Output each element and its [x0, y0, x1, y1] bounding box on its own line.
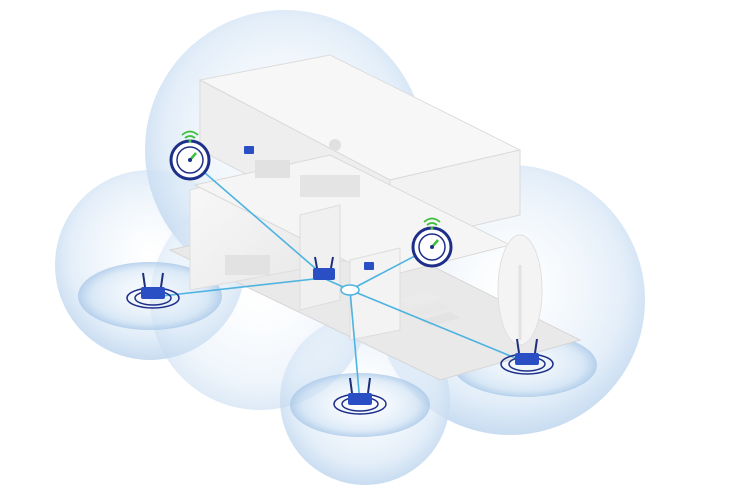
router-icon	[364, 262, 374, 270]
sofa	[255, 160, 290, 178]
router-bottom	[333, 377, 387, 415]
speed-gauge-middle-right	[411, 217, 453, 268]
tree	[497, 234, 543, 346]
router-icon	[141, 287, 165, 299]
link-bottom-node	[349, 289, 361, 404]
router-upper	[244, 146, 254, 154]
router-icon	[515, 353, 539, 365]
router-icon	[348, 393, 372, 405]
link-left-node	[152, 277, 324, 298]
ceiling-lamp	[329, 139, 341, 151]
satellite-node-icon	[340, 284, 360, 296]
wifi-signal-icon	[181, 130, 199, 143]
router-mid-right	[364, 262, 374, 270]
router-main	[313, 256, 335, 280]
router-left	[126, 272, 180, 309]
router-right	[500, 338, 554, 375]
bed	[300, 175, 360, 197]
link-right-node	[349, 289, 526, 363]
dining-table	[225, 255, 270, 275]
link-gauge1-router	[189, 159, 324, 276]
router-icon	[313, 268, 335, 280]
router-icon	[244, 146, 254, 154]
house-cutaway	[168, 54, 582, 381]
wifi-signal-icon	[423, 217, 441, 230]
ground-partition-1	[299, 204, 341, 311]
ground-partition-2	[349, 247, 401, 341]
speed-gauge-upper-left	[169, 130, 211, 181]
